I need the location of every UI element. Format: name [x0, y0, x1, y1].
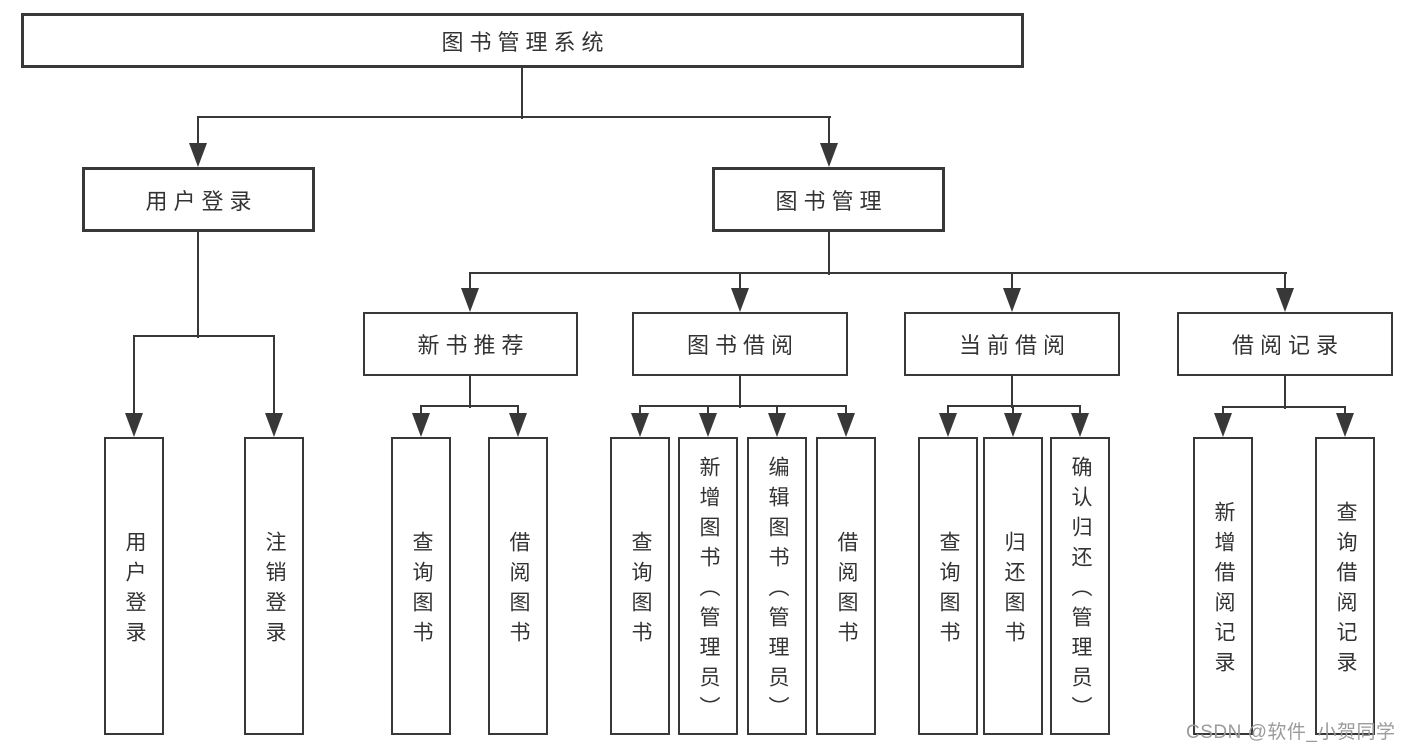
leaf-logout: 注销登录	[244, 437, 304, 735]
node-label: 图书借阅	[686, 333, 799, 358]
node-label: 图书管理	[775, 188, 888, 214]
csdn-watermark: CSDN @软件_小贺同学	[1186, 722, 1396, 743]
node-label: 查询图书	[410, 530, 433, 651]
connector-line	[469, 272, 1287, 274]
arrowhead-icon	[731, 288, 749, 312]
connector-line	[828, 117, 830, 145]
node-label: 归还图书	[1002, 530, 1025, 651]
connector-line	[1344, 407, 1346, 415]
node-label: 确认归还（管理员）	[1069, 455, 1092, 726]
leaf-query-borrow-record: 查询借阅记录	[1315, 437, 1375, 735]
connector-line	[639, 405, 847, 407]
node-label: 用户登录	[145, 188, 258, 214]
arrowhead-icon	[837, 413, 855, 437]
connector-line	[1012, 406, 1014, 415]
arrowhead-icon	[461, 288, 479, 312]
arrowhead-icon	[412, 413, 430, 437]
leaf-query-books-current: 查询图书	[918, 437, 978, 735]
leaf-query-books-recommend: 查询图书	[391, 437, 451, 735]
node-book-management: 图书管理	[712, 167, 945, 232]
arrowhead-icon	[1004, 413, 1022, 437]
node-label: 注销登录	[263, 530, 286, 651]
connector-line	[197, 116, 831, 118]
connector-line	[776, 406, 778, 415]
node-label: 借阅记录	[1231, 333, 1344, 358]
node-label: 查询图书	[937, 530, 960, 651]
connector-line	[1284, 376, 1286, 409]
connector-line	[420, 406, 422, 415]
node-book-borrowing: 图书借阅	[632, 312, 848, 376]
node-library-management-system: 图书管理系统	[21, 13, 1024, 68]
connector-line	[420, 405, 519, 407]
arrowhead-icon	[1071, 413, 1089, 437]
arrowhead-icon	[125, 413, 143, 437]
connector-line	[133, 335, 275, 337]
node-label: 新增图书（管理员）	[697, 455, 720, 726]
connector-line	[739, 376, 741, 408]
connector-line	[947, 405, 1081, 407]
leaf-confirm-return-admin: 确认归还（管理员）	[1050, 437, 1110, 735]
connector-line	[639, 406, 641, 415]
node-borrowing-records: 借阅记录	[1177, 312, 1393, 376]
leaf-add-borrow-record: 新增借阅记录	[1193, 437, 1253, 735]
connector-line	[197, 232, 199, 338]
connector-line	[197, 117, 199, 145]
node-label: 编辑图书（管理员）	[766, 455, 789, 726]
arrowhead-icon	[189, 143, 207, 167]
connector-line	[133, 336, 135, 415]
connector-line	[1079, 406, 1081, 415]
node-label: 借阅图书	[507, 530, 530, 651]
connector-line	[469, 273, 471, 290]
connector-line	[1284, 273, 1286, 290]
node-current-borrowing: 当前借阅	[904, 312, 1120, 376]
arrowhead-icon	[1336, 413, 1354, 437]
node-label: 新书推荐	[417, 333, 530, 358]
node-label: 查询图书	[629, 530, 652, 651]
connector-line	[1011, 273, 1013, 290]
connector-line	[739, 273, 741, 290]
connector-line	[273, 336, 275, 415]
node-label: 图书管理系统	[441, 29, 610, 55]
connector-line	[521, 68, 523, 119]
arrowhead-icon	[1276, 288, 1294, 312]
arrowhead-icon	[1214, 413, 1232, 437]
node-label: 新增借阅记录	[1212, 500, 1235, 681]
node-label: 查询借阅记录	[1334, 500, 1357, 681]
connector-line	[828, 232, 830, 275]
arrowhead-icon	[820, 143, 838, 167]
leaf-return-books: 归还图书	[983, 437, 1043, 735]
leaf-add-book-admin: 新增图书（管理员）	[678, 437, 738, 735]
arrowhead-icon	[699, 413, 717, 437]
node-user-login: 用户登录	[82, 167, 315, 232]
leaf-borrow-books: 借阅图书	[816, 437, 876, 735]
leaf-borrow-books-recommend: 借阅图书	[488, 437, 548, 735]
node-new-book-recommendation: 新书推荐	[363, 312, 578, 376]
node-label: 借阅图书	[835, 530, 858, 651]
node-label: 用户登录	[123, 530, 146, 651]
connector-line	[707, 406, 709, 415]
connector-line	[517, 406, 519, 415]
arrowhead-icon	[768, 413, 786, 437]
connector-line	[845, 406, 847, 415]
arrowhead-icon	[939, 413, 957, 437]
arrowhead-icon	[265, 413, 283, 437]
arrowhead-icon	[1003, 288, 1021, 312]
connector-line	[1011, 376, 1013, 408]
connector-line	[1222, 407, 1224, 415]
leaf-user-login: 用户登录	[104, 437, 164, 735]
leaf-query-books-borrowing: 查询图书	[610, 437, 670, 735]
arrowhead-icon	[509, 413, 527, 437]
leaf-edit-book-admin: 编辑图书（管理员）	[747, 437, 807, 735]
connector-line	[1222, 406, 1346, 408]
connector-line	[469, 376, 471, 408]
connector-line	[947, 406, 949, 415]
arrowhead-icon	[631, 413, 649, 437]
node-label: 当前借阅	[958, 333, 1071, 358]
